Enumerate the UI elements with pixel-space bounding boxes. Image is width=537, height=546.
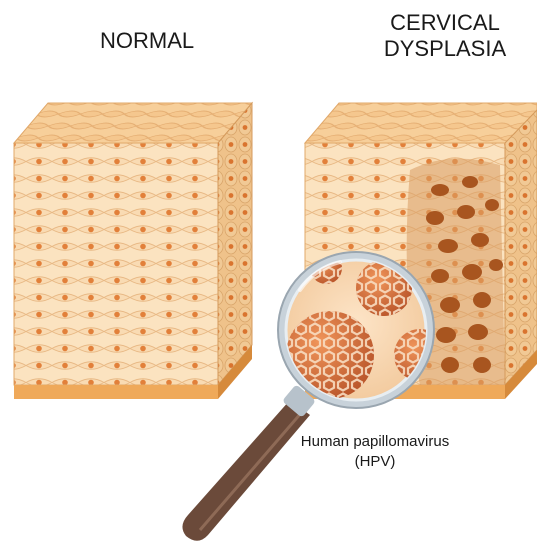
virus-icon — [286, 311, 374, 399]
dysplastic-nucleus — [441, 357, 459, 373]
normal-top-face — [14, 103, 252, 143]
normal-front-face — [14, 143, 218, 385]
dysplastic-nucleus — [473, 357, 491, 373]
dysplasia-label-line1: CERVICAL — [360, 10, 530, 36]
dysplastic-nucleus — [489, 259, 503, 271]
normal-side-face — [218, 103, 252, 385]
dysplastic-nucleus — [471, 233, 489, 247]
dysplasia-label-line2: DYSPLASIA — [360, 36, 530, 62]
dysplastic-nucleus — [431, 184, 449, 196]
dysplastic-nucleus — [426, 211, 444, 225]
dysplastic-nucleus — [485, 199, 499, 211]
dysplastic-nucleus — [457, 205, 475, 219]
dysplasia-side-face — [505, 110, 537, 385]
dysplastic-nucleus — [473, 292, 491, 308]
normal-base-front — [14, 385, 218, 399]
normal-label: NORMAL — [100, 28, 194, 54]
dysplastic-nucleus — [436, 327, 456, 343]
hpv-label-line1: Human papillomavirus — [300, 432, 450, 452]
normal-tissue-block — [14, 103, 252, 399]
dysplastic-nucleus — [431, 269, 449, 283]
dysplasia-top-face — [305, 103, 537, 143]
dysplastic-nucleus — [462, 176, 478, 188]
hpv-label: Human papillomavirus (HPV) — [300, 432, 450, 472]
dysplastic-nucleus — [462, 264, 482, 280]
magnifier-handle — [182, 400, 310, 541]
cervical-dysplasia-label: CERVICAL DYSPLASIA — [360, 10, 530, 62]
hpv-label-line2: (HPV) — [300, 452, 450, 472]
dysplastic-nucleus — [438, 239, 458, 253]
dysplastic-nucleus — [440, 297, 460, 313]
dysplastic-nucleus — [468, 324, 488, 340]
